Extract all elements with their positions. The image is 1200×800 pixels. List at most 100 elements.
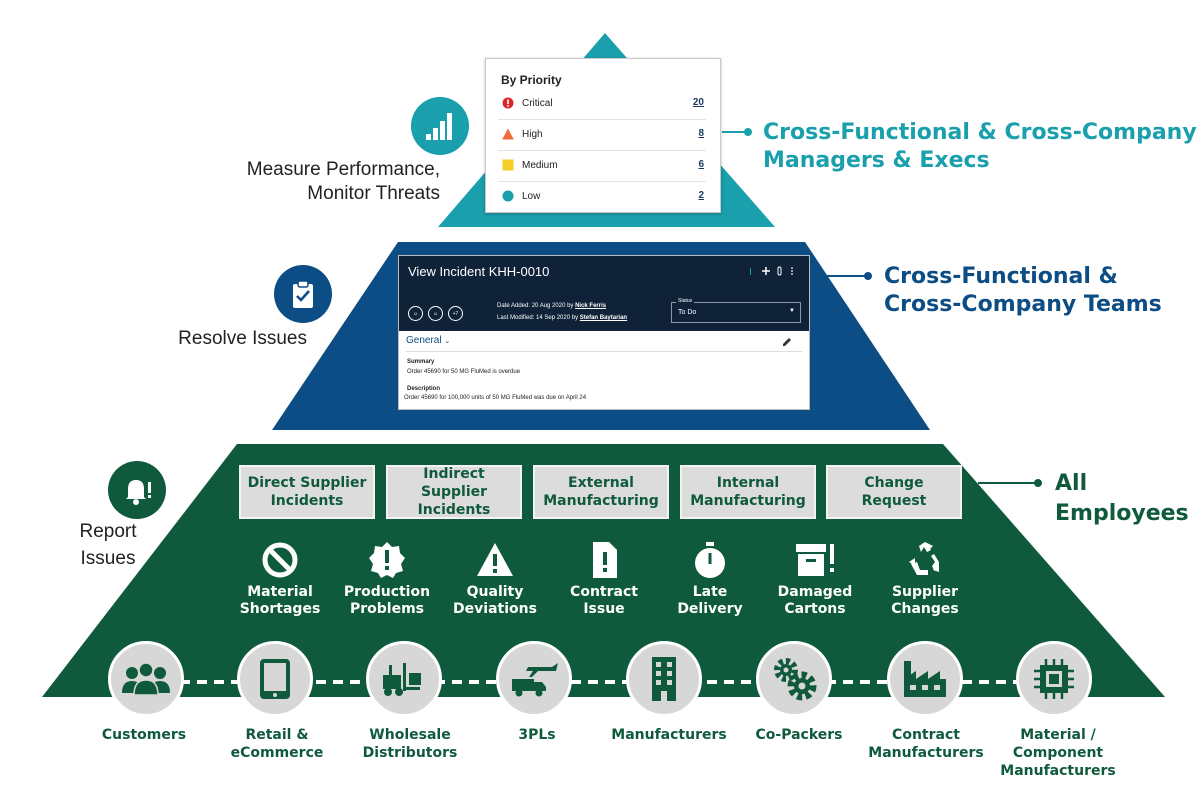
factory-icon xyxy=(904,661,946,697)
last-modified-user-link[interactable]: Stefan Baytarian xyxy=(579,315,628,321)
party-label-line2: Manufacturers xyxy=(868,745,984,761)
party-label-line1: Customers xyxy=(101,727,187,743)
party-label-line1: 3PLs xyxy=(518,727,556,743)
priority-count[interactable]: 6 xyxy=(698,159,704,170)
bottom-side-label-line1: Report xyxy=(79,521,137,542)
middle-audience-line2: Cross-Company Teams xyxy=(884,292,1162,317)
people-icon xyxy=(122,662,170,696)
general-section-toggle[interactable]: General ⌄ xyxy=(406,335,450,346)
party-label-line1: Manufacturers xyxy=(611,727,727,743)
party-co-packers xyxy=(756,641,832,717)
party-label-line2: eCommerce xyxy=(230,745,324,761)
priority-count[interactable]: 2 xyxy=(698,190,704,201)
party-label-manufacturers: Manufacturers xyxy=(599,726,739,744)
tablet-icon xyxy=(260,659,290,699)
priority-row-medium[interactable]: Medium 6 xyxy=(498,151,706,182)
party-label-co-packers: Co-Packers xyxy=(729,726,869,744)
category-line2: Incidents xyxy=(270,493,344,509)
priority-row-low[interactable]: Low 2 xyxy=(498,182,706,212)
party-3pls xyxy=(496,641,572,717)
priority-name: High xyxy=(522,129,543,140)
issue-line2: Cartons xyxy=(784,601,846,617)
issue-line2: Issue xyxy=(583,601,625,617)
building-icon xyxy=(652,657,676,701)
incident-title: View Incident KHH-0010 xyxy=(408,264,550,279)
issue-line1: Material xyxy=(247,584,313,600)
issue-line2: Changes xyxy=(891,601,959,617)
bottom-audience-line2: Employees xyxy=(1055,501,1189,526)
forklift-icon xyxy=(383,663,421,696)
priority-row-high[interactable]: High 8 xyxy=(498,120,706,151)
party-label-customers: Customers xyxy=(74,726,214,744)
description-label: Description xyxy=(407,386,441,392)
low-icon xyxy=(502,190,514,202)
middle-connector-dot xyxy=(864,272,872,280)
stopwatch-icon xyxy=(695,542,725,578)
priority-count[interactable]: 20 xyxy=(692,97,704,108)
category-line1: Indirect Supplier xyxy=(420,466,488,500)
last-modified-value: 14 Sep 2020 by xyxy=(536,315,579,321)
description-text: Order 45690 for 100,000 units of 50 MG F… xyxy=(404,395,587,401)
middle-audience-label: Cross-Functional & Cross-Company Teams xyxy=(884,263,1162,319)
top-connector-dot xyxy=(744,128,752,136)
issue-line1: Production xyxy=(343,584,431,600)
summary-label: Summary xyxy=(407,359,435,365)
last-modified-label: Last Modified: xyxy=(497,315,535,321)
chip-icon xyxy=(1034,659,1074,699)
bar-chart-icon xyxy=(411,97,469,155)
status-value: To Do xyxy=(678,309,697,316)
date-added-value: 20 Aug 2020 by xyxy=(531,303,574,309)
general-section-title: General xyxy=(406,335,442,346)
party-label-line1: Co-Packers xyxy=(755,727,843,743)
header-actions-icons[interactable]: I xyxy=(749,265,801,277)
avatar-icon[interactable]: ☺ xyxy=(408,306,423,321)
middle-audience-line1: Cross-Functional & xyxy=(884,264,1118,289)
date-added-meta: Date Added: 20 Aug 2020 by Nick Ferris xyxy=(497,303,606,309)
priority-count[interactable]: 8 xyxy=(698,128,704,139)
category-line1: Internal xyxy=(716,475,780,491)
top-audience-label: Cross-Functional & Cross-Company Manager… xyxy=(763,119,1197,175)
critical-icon xyxy=(502,97,514,109)
section-divider xyxy=(406,351,802,352)
date-added-label: Date Added: xyxy=(497,303,531,309)
priority-name: Low xyxy=(522,191,541,202)
avatar-more[interactable]: +7 xyxy=(448,306,463,321)
issue-line2: Delivery xyxy=(677,601,743,617)
edit-icon[interactable] xyxy=(782,337,792,347)
top-audience-line2: Managers & Execs xyxy=(763,148,990,173)
date-added-user-link[interactable]: Nick Ferris xyxy=(575,303,607,309)
top-side-label-line2: Monitor Threats xyxy=(307,183,440,204)
priority-card-title: By Priority xyxy=(501,73,562,87)
priority-card: By Priority Critical 20 High 8 Medium 6 … xyxy=(485,58,721,213)
priority-name: Medium xyxy=(522,160,558,171)
svg-text:I: I xyxy=(749,267,752,277)
issue-line1: Supplier xyxy=(891,584,959,600)
party-wholesale-distributors xyxy=(366,641,442,717)
issue-line1: Damaged xyxy=(777,584,853,600)
clipboard-check-icon xyxy=(274,265,332,323)
issue-line2: Shortages xyxy=(239,601,321,617)
chevron-down-icon: ⌄ xyxy=(444,338,451,345)
category-line1: External xyxy=(568,475,634,491)
category-line2: Incidents xyxy=(417,502,491,518)
plane-truck-icon xyxy=(512,663,558,697)
middle-side-label: Resolve Issues xyxy=(178,328,307,349)
avatar-icon[interactable]: ☺ xyxy=(428,306,443,321)
party-label-line1: Wholesale xyxy=(369,727,451,743)
priority-row-critical[interactable]: Critical 20 xyxy=(498,89,706,120)
party-label-line1: Material / xyxy=(1020,727,1096,743)
status-select[interactable]: Status To Do ▼ xyxy=(671,298,801,323)
warning-triangle-icon xyxy=(477,543,513,576)
party-label-3pls: 3PLs xyxy=(467,726,607,744)
